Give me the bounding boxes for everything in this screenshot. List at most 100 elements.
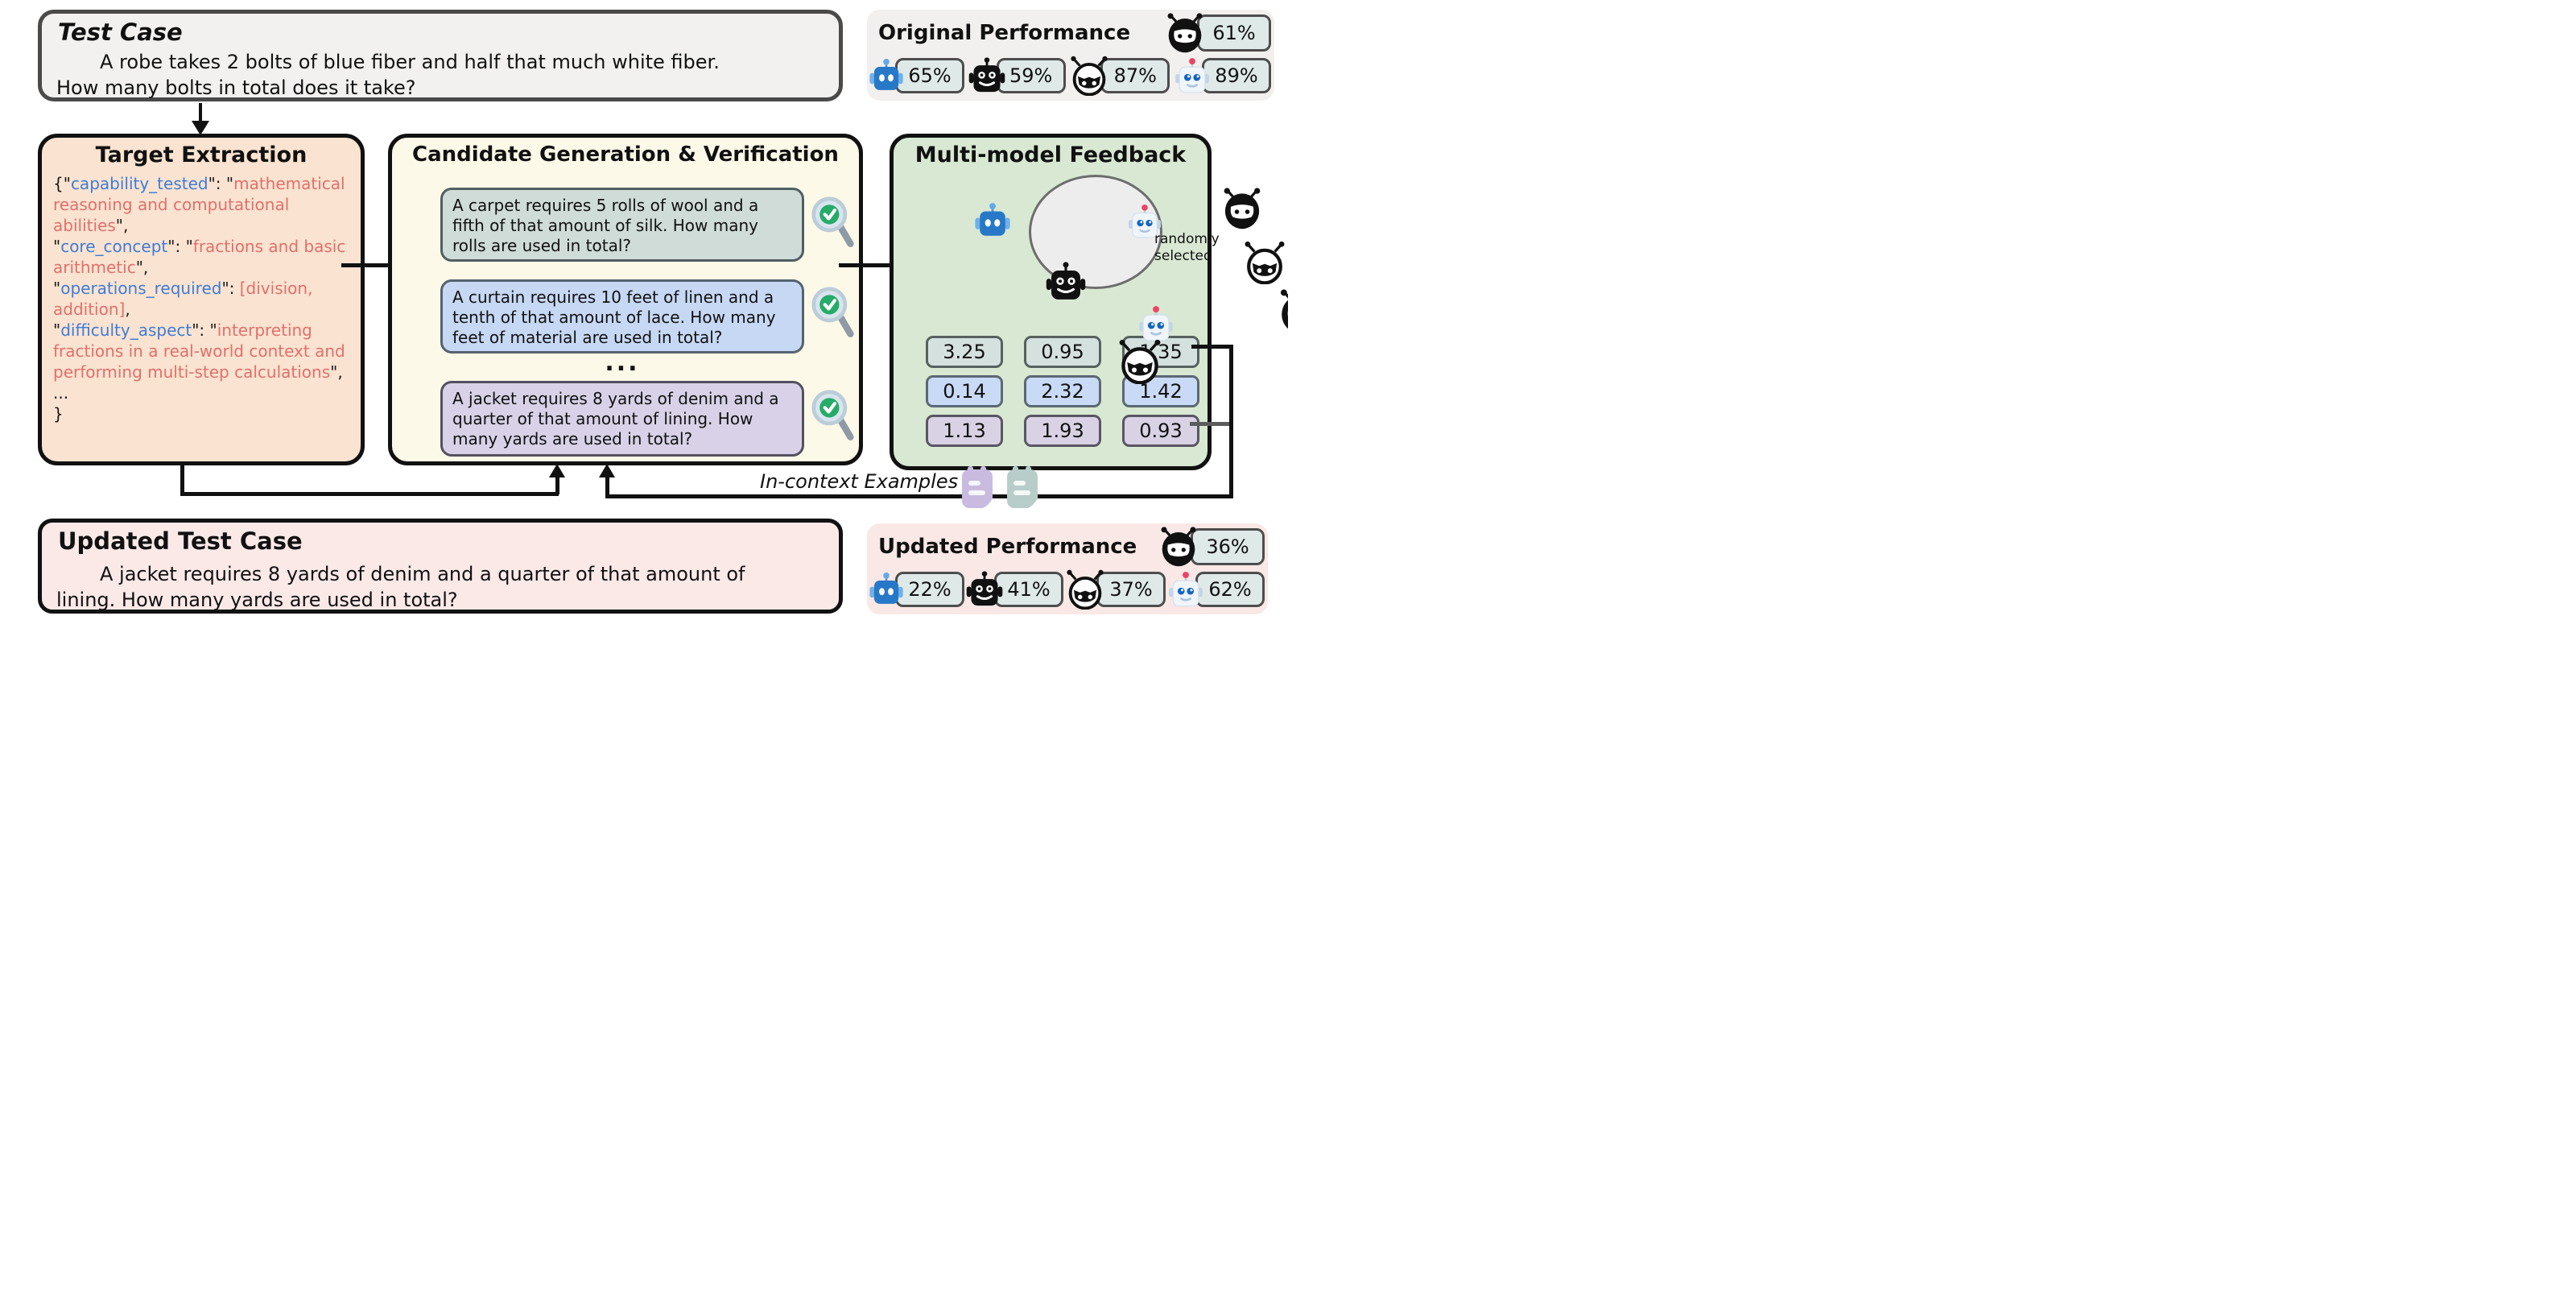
target-extraction-title: Target Extraction <box>95 143 308 167</box>
black-robot-icon <box>968 57 1005 94</box>
loop-arrow-a-stem <box>555 477 559 494</box>
feedback-score: 1.93 <box>1024 415 1101 447</box>
extraction-json: {"capability_tested": "mathematical reas… <box>53 173 354 424</box>
ninja-robot-icon <box>1165 13 1205 53</box>
multi-model-feedback-box: Multi-model Feedback randomly selected 3… <box>890 134 1288 470</box>
cat-robot-icon <box>1065 569 1105 610</box>
score-badge: 36% <box>1191 528 1265 565</box>
arrow-candidate-to-feedback <box>839 263 892 267</box>
model-score-pair: 37% <box>1065 569 1166 610</box>
loop-right-vertical <box>1229 345 1233 498</box>
model-score-pair: 62% <box>1167 571 1265 608</box>
loop-left-vertical <box>180 465 184 496</box>
json-close-brace: } <box>53 404 64 424</box>
test-case-line1: A robe takes 2 bolts of blue fiber and h… <box>100 51 720 73</box>
ninja-robot-icon <box>1158 527 1199 567</box>
score-badge: 37% <box>1096 572 1166 607</box>
verify-magnifier-check-icon <box>811 196 856 250</box>
test-case-line2: How many bolts in total does it take? <box>56 76 416 99</box>
original-performance-panel: Original Performance 61% 65% 59% 87% 89% <box>867 10 1274 101</box>
json-ellipsis: ... <box>53 383 69 403</box>
multi-model-feedback-title: Multi-model Feedback <box>914 143 1187 167</box>
original-performance-header: Original Performance 61% <box>878 11 1271 55</box>
original-performance-title: Original Performance <box>878 21 1131 45</box>
updated-performance-models: 22% 41% 37% 62% <box>869 568 1265 610</box>
cat-robot-icon <box>1117 339 1162 384</box>
arrow-testcase-to-extraction <box>199 103 202 124</box>
model-score-pair: 65% <box>869 58 964 93</box>
json-entry: {"capability_tested": "mathematical reas… <box>53 174 345 235</box>
verify-magnifier-check-icon <box>811 286 856 341</box>
white-robot-icon <box>1137 305 1174 342</box>
updated-performance-title: Updated Performance <box>878 535 1137 559</box>
score-badge: 87% <box>1100 58 1170 93</box>
ninja-robot-icon <box>1221 188 1263 229</box>
note-purple-icon <box>960 465 995 509</box>
loop-bottom-right <box>605 494 1233 498</box>
feedback-score: 0.95 <box>1024 336 1101 368</box>
score-badge: 65% <box>895 58 964 93</box>
score-badge: 41% <box>994 572 1063 607</box>
feedback-score: 0.14 <box>926 375 1003 407</box>
model-score-pair: 89% <box>1174 57 1271 94</box>
test-case-box: Test Case A robe takes 2 bolts of blue f… <box>38 10 843 101</box>
score-badge: 22% <box>895 572 964 607</box>
original-performance-models: 65% 59% 87% 89% <box>869 55 1271 97</box>
blue-robot-icon <box>869 58 904 93</box>
arrow-extraction-to-candidate <box>341 263 393 267</box>
blue-robot-icon <box>869 572 904 607</box>
arrow-up-head-icon <box>599 464 615 477</box>
updated-test-case-line1: A jacket requires 8 yards of denim and a… <box>100 563 745 585</box>
blue-robot-icon <box>974 202 1011 239</box>
candidate-card-blue: A curtain requires 10 feet of linen and … <box>440 279 804 353</box>
arrow-down-head-icon <box>192 121 209 135</box>
candidate-generation-title: Candidate Generation & Verification <box>412 143 839 167</box>
black-robot-icon <box>1046 262 1086 302</box>
updated-performance-header: Updated Performance 36% <box>878 525 1265 568</box>
score-badge: 59% <box>996 58 1066 93</box>
test-case-text: A robe takes 2 bolts of blue fiber and h… <box>56 49 828 101</box>
connector-score-to-loop <box>1191 345 1233 349</box>
loop-bottom-left <box>180 492 559 496</box>
connector-score-to-loop-gray <box>1190 422 1233 426</box>
feedback-score: 3.25 <box>926 336 1003 368</box>
model-score-pair: 87% <box>1069 56 1170 96</box>
feedback-score: 0.93 <box>1122 415 1199 447</box>
white-robot-icon <box>1127 204 1162 239</box>
model-score-pair: 41% <box>966 571 1063 608</box>
candidate-card-green: A carpet requires 5 rolls of wool and a … <box>440 188 804 262</box>
white-robot-icon <box>1174 57 1211 94</box>
score-badge: 89% <box>1201 58 1271 93</box>
note-teal-icon <box>1005 465 1040 509</box>
model-score-pair: 59% <box>968 57 1066 94</box>
feedback-score: 2.32 <box>1024 375 1101 407</box>
feedback-score: 1.13 <box>926 415 1003 447</box>
updated-test-case-line2: lining. How many yards are used in total… <box>56 589 458 611</box>
verify-magnifier-check-icon <box>811 389 856 444</box>
updated-performance-panel: Updated Performance 36% 22% 41% 37% 62% <box>867 523 1268 614</box>
in-context-examples-label: In-context Examples <box>760 470 959 493</box>
test-case-title: Test Case <box>58 19 183 46</box>
json-entry: "core_concept": "fractions and basic ari… <box>53 237 346 277</box>
updated-test-case-box: Updated Test Case A jacket requires 8 ya… <box>38 519 843 614</box>
loop-arrow-b-stem <box>605 477 609 498</box>
white-robot-icon <box>1167 571 1204 608</box>
score-badge: 62% <box>1195 572 1265 607</box>
candidate-generation-box: Candidate Generation & Verification A ca… <box>388 134 863 465</box>
json-entry: "difficulty_aspect": "interpreting fract… <box>53 320 345 382</box>
updated-test-case-title: Updated Test Case <box>58 527 303 555</box>
target-extraction-box: Target Extraction {"capability_tested": … <box>38 134 365 465</box>
black-robot-icon <box>966 571 1003 608</box>
candidate-card-purple: A jacket requires 8 yards of denim and a… <box>440 381 804 457</box>
model-score-pair: 22% <box>869 572 964 607</box>
json-entry: "operations_required": [division, additi… <box>53 279 313 319</box>
pipeline-diagram: Test Case A robe takes 2 bolts of blue f… <box>0 0 1288 649</box>
cat-robot-icon <box>1243 241 1286 284</box>
randomly-selected-label: randomly selected <box>1154 231 1220 264</box>
arrow-up-head-icon <box>549 464 565 477</box>
cat-robot-icon <box>1069 56 1109 96</box>
updated-test-case-text: A jacket requires 8 yards of denim and a… <box>56 561 828 613</box>
score-badge: 61% <box>1197 14 1271 52</box>
candidates-ellipsis: ... <box>605 349 640 377</box>
ninja-robot-icon <box>1278 289 1288 334</box>
